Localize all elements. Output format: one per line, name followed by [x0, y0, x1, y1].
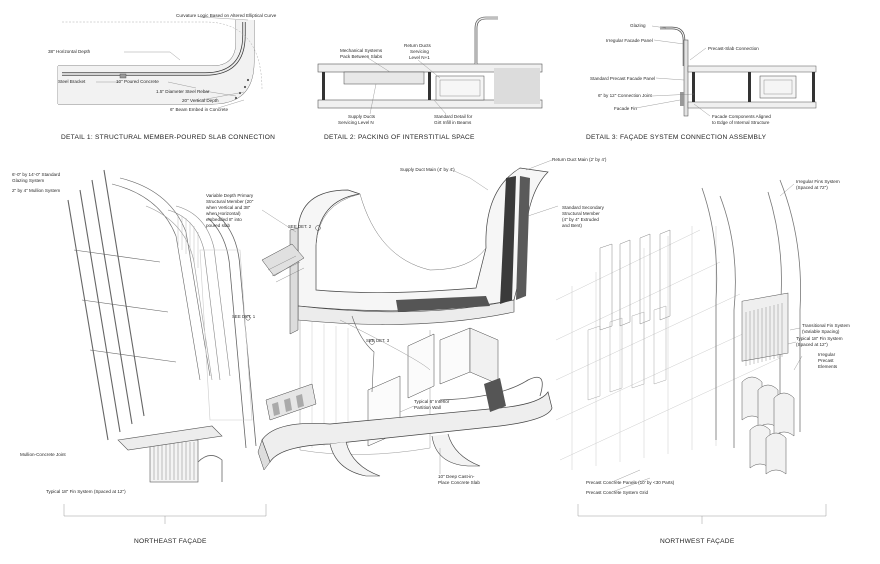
c-secondary-label-4: and Bent)	[562, 223, 582, 228]
d3-precast-slab-label: Precast-Slab Connection	[708, 46, 759, 51]
d1-horizontal-depth-label: 38" Horizontal Depth	[48, 49, 91, 54]
c-secondary-label-2: Structural Member	[562, 211, 600, 216]
d2-return-label-2: Servicing	[410, 49, 429, 54]
nw-irregular-fin-label-1: Irregular Fins System	[796, 179, 840, 184]
d3-connection-joint-label: 6" by 12" Connection Joint	[598, 93, 652, 98]
ne-glazing-label-2: Glazing System	[12, 178, 45, 183]
c-primary-label-6: poured slab	[206, 223, 231, 228]
ne-mullion-label: 2" by 4" Mullion System	[12, 188, 61, 193]
see-det-3-tag: SEE DET. 3	[366, 338, 390, 343]
nw-irregular-precast-label-3: Elements	[818, 364, 838, 369]
d1-steel-bracket-label: Steel Bracket	[58, 79, 86, 84]
d1-steel-rebar-label: 1.5" Diameter Steel Rebar	[156, 89, 210, 94]
c-primary-label-2: Structural Member (20"	[206, 199, 254, 204]
d3-aligned-label-1: Facade Components Aligned	[712, 114, 771, 119]
d2-supply-label-1: Supply Ducts	[348, 114, 376, 119]
ne-fin-system-label: Typical 18" Fin System (Spaced at 12")	[46, 489, 126, 494]
d3-aligned-label-2: to Edge of Internal Structure	[712, 120, 770, 125]
nw-irregular-precast-label-1: Irregular	[818, 352, 836, 357]
c-slab-label-1: 10" Deep Cast-in-	[438, 474, 475, 479]
nw-typical-fin-label-1: Typical 18" Fin System	[796, 336, 843, 341]
northeast-facade-drawing	[63, 169, 267, 524]
ne-glazing-label-1: 6'-0" by 14'-0" Standard	[12, 172, 61, 177]
nw-transitional-label-1: Transitional Fin System	[802, 323, 850, 328]
d2-supply-label-2: Servicing Level N	[338, 120, 374, 125]
d3-glazing-label: Glazing	[630, 23, 646, 28]
c-interior-label-1: Typical 6" Interior	[414, 399, 450, 404]
c-secondary-label-3: (4" by 4" Extruded	[562, 217, 599, 222]
ne-mullion-joint-label: Mullion-Concrete Joint	[20, 452, 66, 457]
northwest-facade-title: NORTHWEST FAÇADE	[660, 538, 735, 545]
nw-irregular-fin-label-2: (Spaced at 72")	[796, 185, 828, 190]
d2-return-label-3: Level N+1	[409, 55, 430, 60]
d1-poured-concrete-label: 10" Poured Concrete	[116, 79, 159, 84]
c-return-main-label: Return Duct Main (2' by 4')	[552, 157, 607, 162]
detail-3-title: DETAIL 3: FAÇADE SYSTEM CONNECTION ASSEM…	[586, 134, 767, 141]
c-interior-label-2: Partition Wall	[414, 405, 441, 410]
d2-std-label-1: Standard Detail for	[434, 114, 473, 119]
d2-mech-label-1: Mechanical Systems	[340, 48, 383, 53]
detail-1-title: DETAIL 1: STRUCTURAL MEMBER-POURED SLAB …	[61, 134, 276, 141]
central-axonometric	[257, 159, 559, 477]
d2-mech-label-2: Pack Between Slabs	[340, 54, 383, 59]
c-primary-label-5: embedded 8" into	[206, 217, 242, 222]
d2-std-label-2: Girt Infill in Beams	[434, 120, 472, 125]
d3-facade-fin-label: Facade Fin	[614, 106, 637, 111]
northeast-facade-title: NORTHEAST FAÇADE	[134, 538, 207, 545]
d1-beam-embed-label: 6" Beam Embed in Concrete	[170, 107, 229, 112]
see-det-1-tag: SEE DET. 1	[232, 314, 256, 319]
detail-2-title: DETAIL 2: PACKING OF INTERSTITIAL SPACE	[324, 134, 475, 141]
nw-transitional-label-2: (Variable Spacing)	[802, 329, 840, 334]
d3-irregular-panel-label: Irregular Facade Panel	[606, 38, 653, 43]
c-primary-label-1: Variable Depth Primary	[206, 193, 254, 198]
d1-curvature-label: Curvature Logic Based on Altered Ellipti…	[176, 13, 277, 18]
c-secondary-label-1: Standard Secondary	[562, 205, 604, 210]
nw-grid-label: Precast Concrete System Grid	[586, 490, 649, 495]
d1-vertical-depth-label: 20" Vertical Depth	[182, 98, 219, 103]
northwest-facade-drawing	[555, 179, 827, 524]
detail-1-drawing	[57, 16, 263, 109]
nw-typical-fin-label-2: (Spaced at 12")	[796, 342, 828, 347]
nw-panels-label: Precast Concrete Panels (10' by <30 Part…	[586, 480, 675, 485]
d2-return-label-1: Return Ducts	[404, 43, 431, 48]
d3-standard-panel-label: Standard Precast Facade Panel	[590, 76, 656, 81]
detail-3-drawing	[635, 25, 817, 117]
c-primary-label-4: when Horizontal)	[206, 211, 241, 216]
detail-2-drawing	[317, 16, 543, 115]
c-supply-main-label: Supply Duct Main (4' by 4')	[400, 167, 455, 172]
c-slab-label-2: Place Concrete Slab	[438, 480, 480, 485]
c-primary-label-3: when Vertical and 38"	[206, 205, 251, 210]
see-det-2-tag: SEE DET. 2	[288, 224, 312, 229]
nw-irregular-precast-label-2: Precast	[818, 358, 834, 363]
